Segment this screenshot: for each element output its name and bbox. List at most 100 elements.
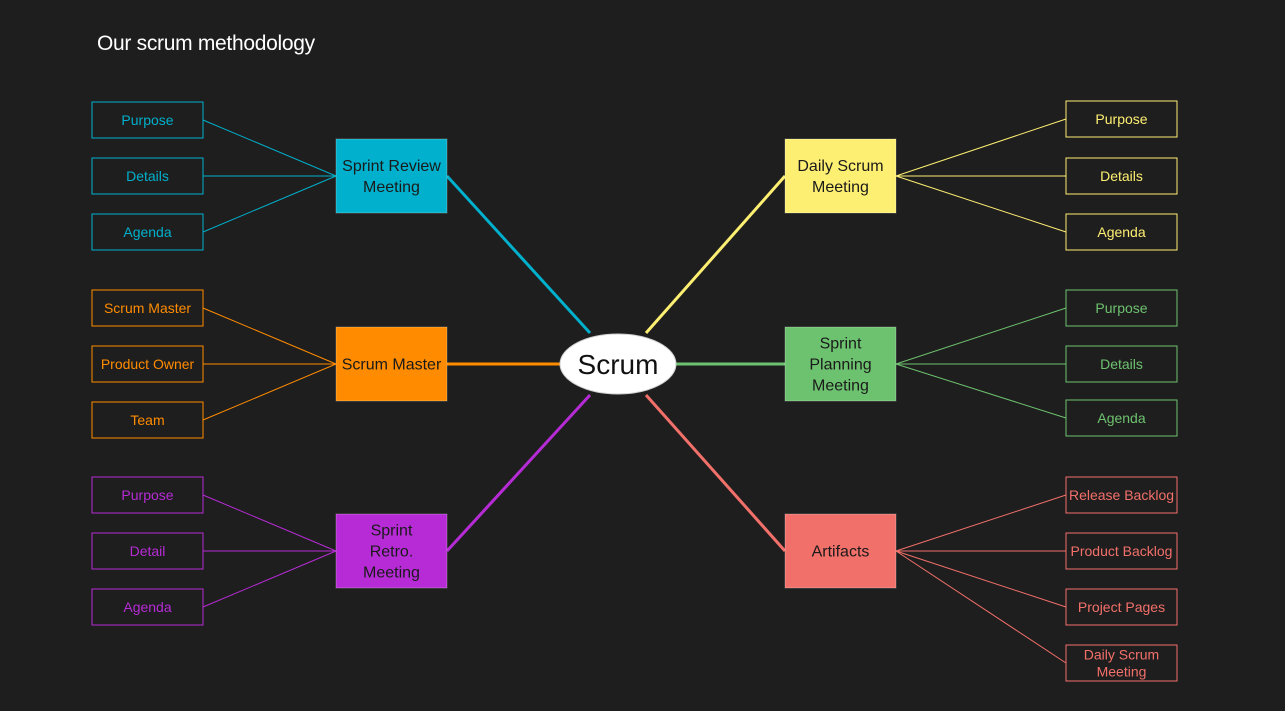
child-label-line: Team	[130, 412, 164, 428]
branch-box	[784, 513, 897, 589]
child-label: Details	[1100, 168, 1143, 184]
child-label-line: Agenda	[123, 599, 171, 615]
child-box	[91, 401, 204, 439]
child-label-line: Agenda	[123, 224, 171, 240]
branch-label-line: Meeting	[363, 179, 420, 196]
child-label: Agenda	[123, 599, 171, 615]
branch-box	[784, 326, 897, 402]
branch-label-line: Sprint	[371, 523, 413, 540]
child-label: Release Backlog	[1069, 487, 1174, 503]
scrum-master-child-connector	[202, 363, 337, 421]
child-box	[91, 532, 204, 570]
child-label-line: Project Pages	[1078, 599, 1165, 615]
child-label: Purpose	[121, 487, 173, 503]
child-box	[91, 289, 204, 327]
child-box	[1065, 213, 1178, 251]
child-label: Details	[1100, 356, 1143, 372]
daily-scrum-meeting-child-connector	[895, 175, 1067, 233]
child-node[interactable]: Detail	[91, 532, 204, 570]
child-label-line: Agenda	[1097, 410, 1145, 426]
child-label-line: Meeting	[1097, 663, 1147, 679]
child-node[interactable]: Details	[91, 157, 204, 195]
scrum-master-child-connector	[202, 307, 337, 365]
child-label-line: Details	[126, 168, 169, 184]
branch-label-line: Meeting	[812, 179, 869, 196]
center-label: Scrum	[578, 349, 659, 380]
branch-box	[335, 326, 448, 402]
child-label-line: Scrum Master	[104, 300, 191, 316]
child-box	[91, 101, 204, 139]
child-node[interactable]: Agenda	[1065, 399, 1178, 437]
child-box	[1065, 100, 1178, 138]
child-node[interactable]: Release Backlog	[1065, 476, 1178, 514]
child-node[interactable]: Purpose	[1065, 100, 1178, 138]
child-box	[1065, 157, 1178, 195]
sprint-planning-meeting-child-connector	[895, 363, 1067, 419]
child-label: Agenda	[1097, 224, 1145, 240]
child-node[interactable]: Product Backlog	[1065, 532, 1178, 570]
child-label-line: Daily Scrum	[1084, 646, 1159, 662]
page-title: Our scrum methodology	[97, 32, 315, 55]
child-label: Product Owner	[101, 356, 195, 372]
artifacts-child-connector	[895, 494, 1067, 552]
center-node[interactable]: Scrum	[559, 333, 677, 395]
child-box	[91, 588, 204, 626]
child-label-line: Details	[1100, 356, 1143, 372]
child-node[interactable]: Purpose	[1065, 289, 1178, 327]
branch-label-line: Artifacts	[812, 544, 870, 561]
child-label-line: Purpose	[121, 112, 173, 128]
child-label: Detail	[130, 543, 166, 559]
branch-box	[335, 138, 448, 214]
child-node[interactable]: Details	[1065, 157, 1178, 195]
child-node[interactable]: Purpose	[91, 476, 204, 514]
child-box	[1065, 644, 1178, 682]
sprint-review-meeting-child-connector	[202, 175, 337, 233]
child-label-line: Product Backlog	[1071, 543, 1173, 559]
child-node[interactable]: Details	[1065, 345, 1178, 383]
branch-label-line: Sprint	[820, 336, 862, 353]
child-node[interactable]: Scrum Master	[91, 289, 204, 327]
branch-scrum-master[interactable]: Scrum Master	[335, 326, 448, 402]
child-label-line: Detail	[130, 543, 166, 559]
child-node[interactable]: Agenda	[91, 213, 204, 251]
child-box	[91, 476, 204, 514]
branch-label: Artifacts	[812, 544, 870, 561]
branch-artifacts[interactable]: Artifacts	[784, 513, 897, 589]
sprint-planning-meeting-child-connector	[895, 307, 1067, 365]
child-box	[91, 345, 204, 383]
child-box	[1065, 588, 1178, 626]
child-node[interactable]: Product Owner	[91, 345, 204, 383]
child-box	[91, 157, 204, 195]
child-node[interactable]: Team	[91, 401, 204, 439]
child-label: Purpose	[1095, 111, 1147, 127]
child-box	[1065, 532, 1178, 570]
daily-scrum-meeting-connector	[644, 175, 787, 334]
child-node[interactable]: Purpose	[91, 101, 204, 139]
branch-label-line: Planning	[809, 357, 871, 374]
child-label: Product Backlog	[1071, 543, 1173, 559]
child-node[interactable]: Agenda	[91, 588, 204, 626]
child-label: Details	[126, 168, 169, 184]
child-box	[1065, 399, 1178, 437]
child-node[interactable]: Project Pages	[1065, 588, 1178, 626]
center-ellipse	[559, 333, 677, 395]
branch-label: Scrum Master	[342, 357, 442, 374]
child-node[interactable]: Agenda	[1065, 213, 1178, 251]
child-label: Project Pages	[1078, 599, 1165, 615]
child-label: Purpose	[121, 112, 173, 128]
branch-box	[335, 513, 448, 589]
child-label: Team	[130, 412, 164, 428]
branch-label-line: Scrum Master	[342, 357, 442, 374]
child-label-line: Purpose	[121, 487, 173, 503]
branch-label-line: Meeting	[812, 378, 869, 395]
